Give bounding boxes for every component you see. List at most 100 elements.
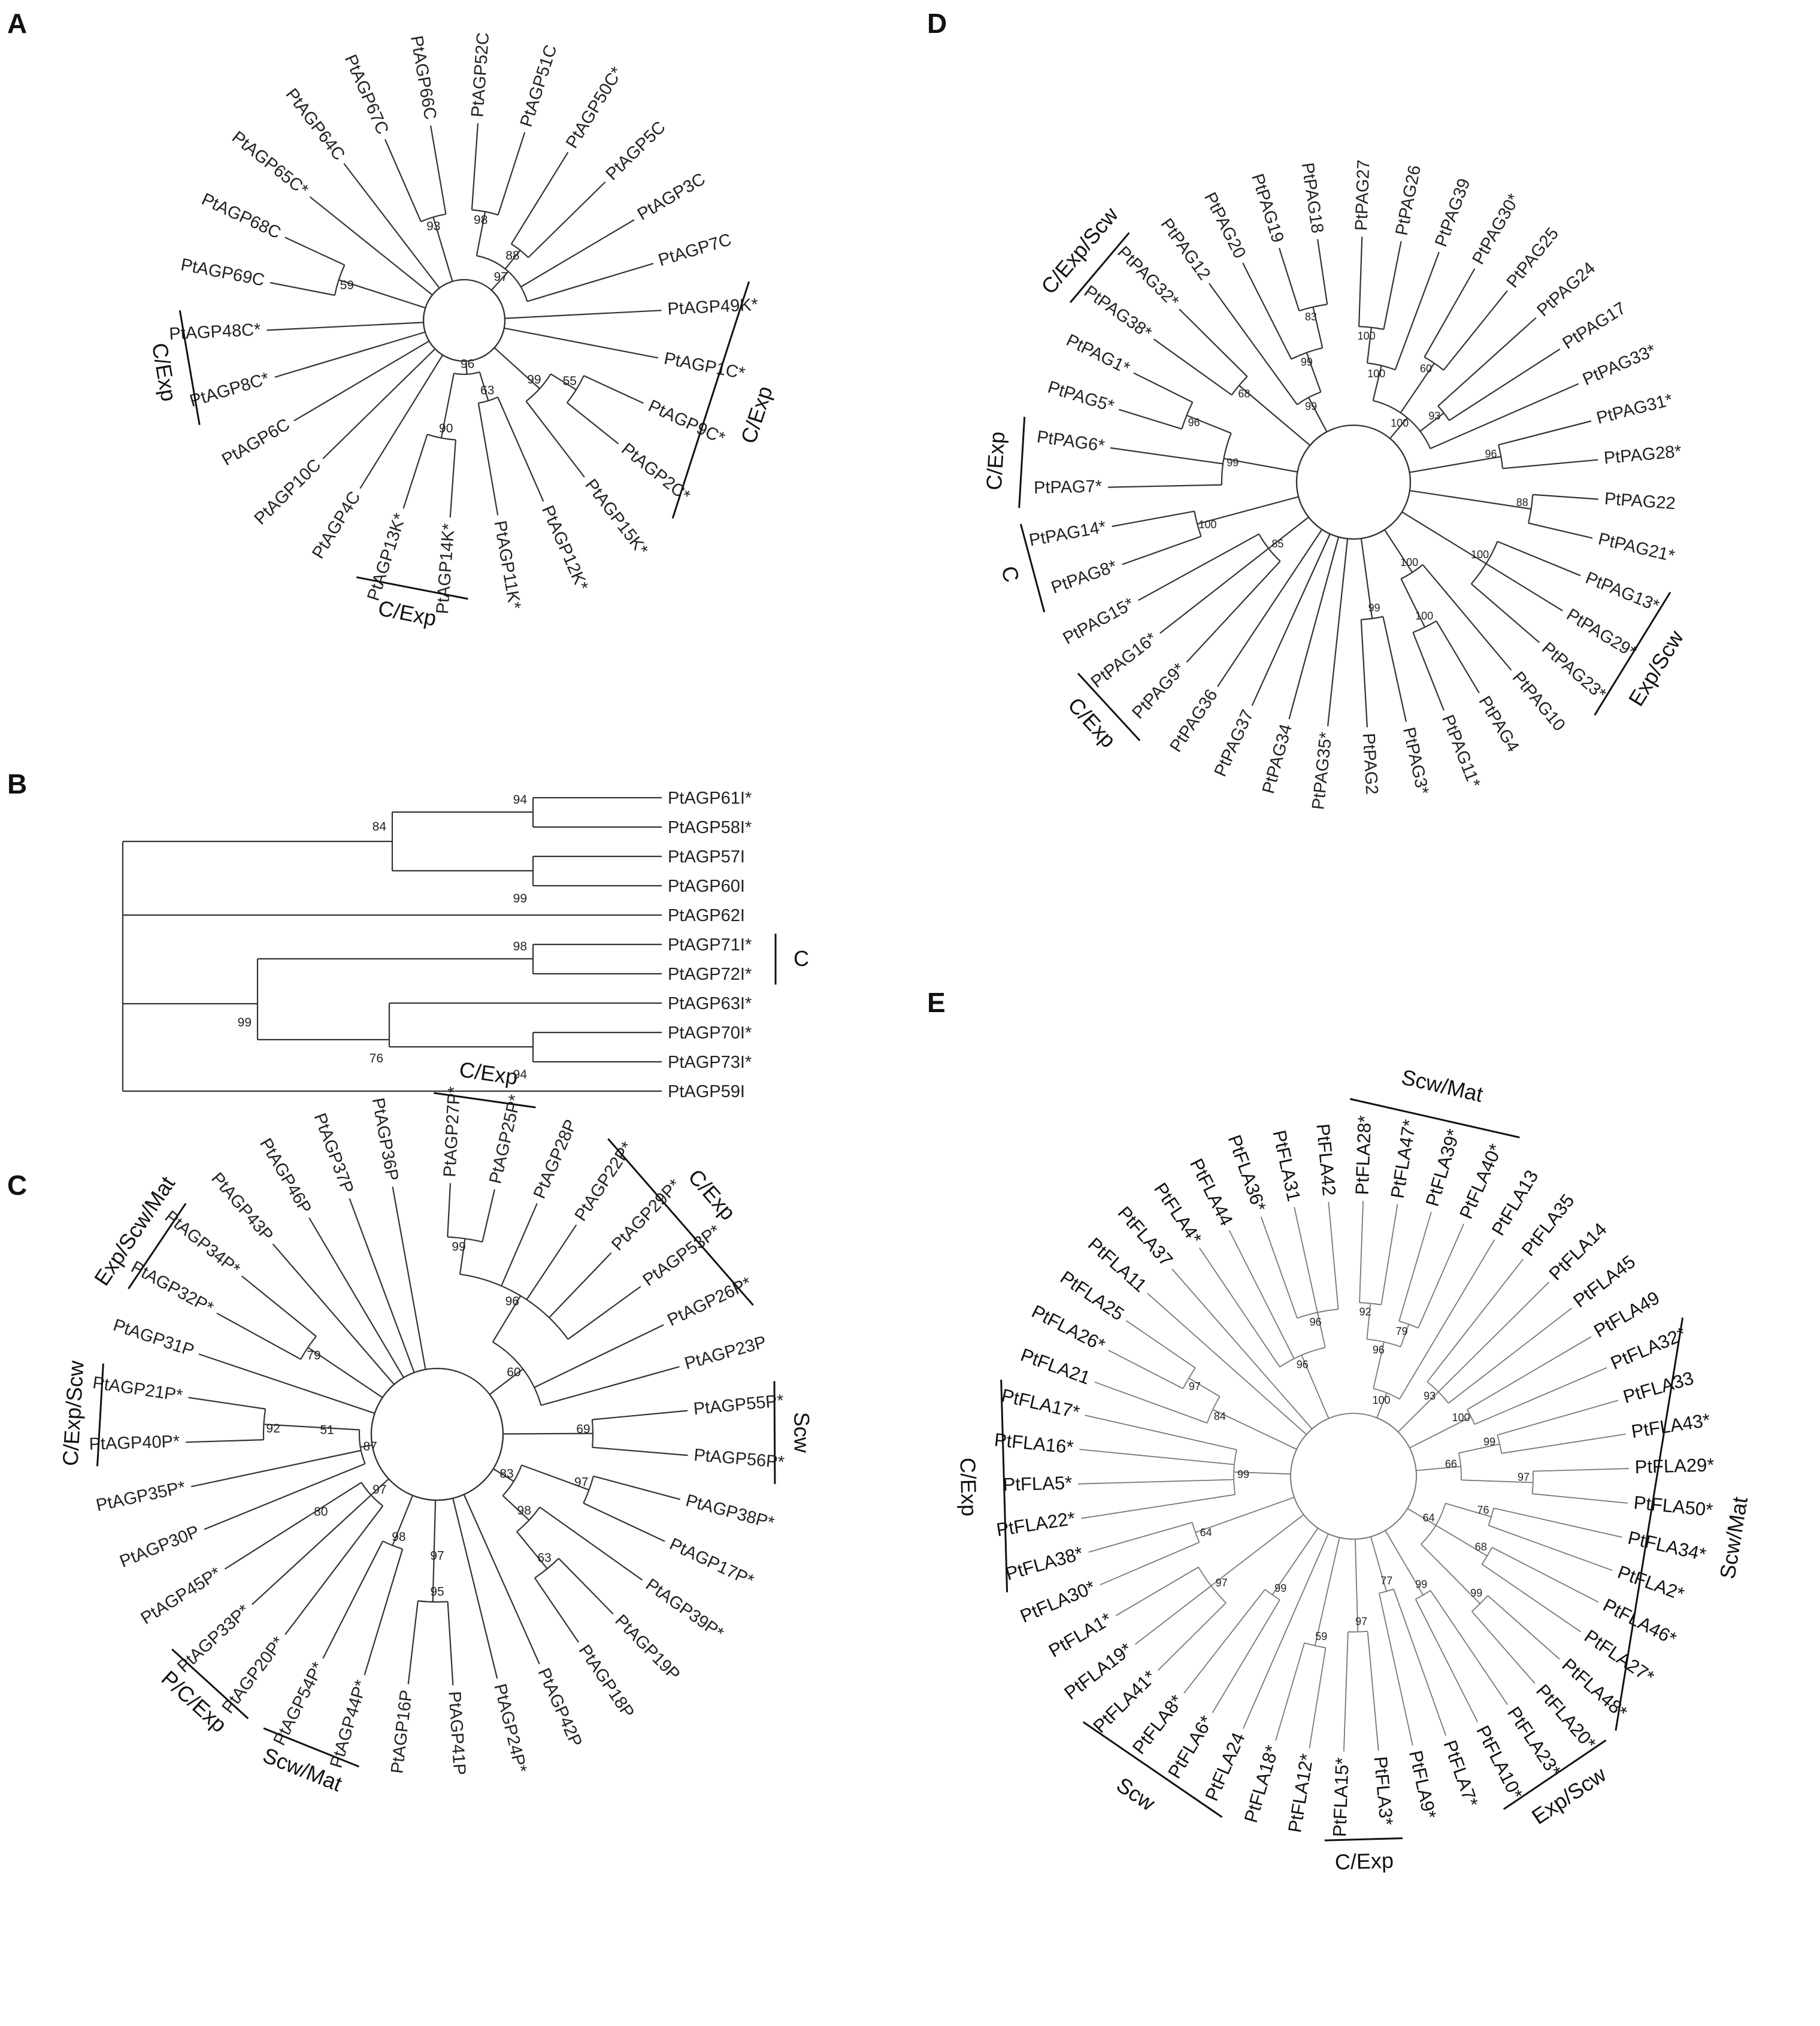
branch [1533, 493, 1599, 500]
branch [1532, 1493, 1628, 1504]
leaf-label: PtFLA31 [1268, 1128, 1304, 1203]
group-bar [1000, 1379, 1009, 1592]
branch [1309, 1648, 1327, 1749]
branch [1171, 1268, 1313, 1430]
branch [1379, 1593, 1413, 1746]
branch [1197, 496, 1299, 525]
leaf-label: PtAGP61I* [668, 789, 752, 808]
bootstrap-value: 95 [430, 1585, 444, 1599]
branch [493, 347, 540, 389]
group-label: C [794, 946, 809, 971]
branch [308, 1217, 404, 1378]
leaf-label: PtFLA33 [1621, 1367, 1696, 1407]
group-bar [607, 1138, 754, 1306]
branch [322, 1540, 384, 1659]
branch-arc [300, 1335, 317, 1360]
leaf-label: PtAGP38P* [684, 1491, 777, 1533]
branch [1422, 564, 1512, 671]
branch [558, 1558, 614, 1615]
leaf-label: PtAGP43P [207, 1169, 277, 1245]
branch [1418, 1224, 1465, 1328]
branch [1110, 447, 1224, 465]
bootstrap-value: 79 [1396, 1325, 1408, 1337]
branch [1497, 1400, 1619, 1436]
branch [1081, 1494, 1235, 1519]
branch [1079, 1449, 1235, 1465]
branch-arc [534, 1558, 559, 1579]
branch [1088, 1522, 1193, 1553]
branch [534, 1577, 580, 1643]
branch [1122, 535, 1201, 565]
leaf-label: PtAGP36P [368, 1097, 402, 1183]
branch [447, 1183, 452, 1237]
panel-label: D [927, 8, 947, 39]
leaf-label: PtAGP31P [111, 1316, 196, 1361]
bootstrap-value: 94 [513, 1068, 528, 1082]
branch [1383, 529, 1413, 573]
branch [1314, 1537, 1340, 1646]
branch [1501, 1433, 1626, 1454]
leaf-label: PtAGP14K* [433, 523, 459, 614]
bootstrap-value: 97 [1355, 1615, 1367, 1627]
branch [392, 1186, 426, 1370]
bootstrap-value: 99 [1227, 457, 1238, 469]
branch [1317, 239, 1328, 305]
leaf-label: PtAGP12K* [538, 502, 592, 593]
branch [309, 196, 433, 296]
leaf-label: PtPAG5* [1046, 378, 1116, 416]
bootstrap-value: 51 [320, 1424, 334, 1437]
leaf-label: PtPAG26 [1392, 163, 1425, 237]
branch-arc [1258, 534, 1281, 562]
leaf-label: PtFLA16* [994, 1429, 1074, 1458]
branch [1397, 1391, 1439, 1433]
leaf-label: PtFLA50* [1633, 1492, 1713, 1521]
bootstrap-value: 60 [507, 1365, 520, 1379]
bootstrap-value: 100 [1358, 330, 1376, 342]
branch [1447, 1307, 1573, 1404]
branch [1359, 1201, 1364, 1303]
leaf-label: PtPAG25 [1503, 224, 1562, 292]
branch [267, 322, 424, 331]
group-bar [773, 1381, 776, 1485]
branch [492, 1295, 522, 1343]
group-label: C/Exp [376, 595, 438, 631]
branch [1491, 1546, 1599, 1603]
branch [1380, 1204, 1398, 1305]
leaf-label: PtPAG18 [1298, 161, 1327, 234]
bootstrap-value: 93 [1424, 1390, 1436, 1402]
branch [1367, 1631, 1379, 1751]
branch [1481, 1564, 1582, 1633]
panel-label: B [7, 768, 27, 800]
leaf-label: PtAGP51C [517, 43, 561, 129]
leaf-label: PtAGP24P* [490, 1682, 530, 1774]
branch [497, 132, 526, 216]
bootstrap-value: 100 [1372, 1394, 1390, 1406]
leaf-label: PtAGP27P* [440, 1086, 464, 1177]
branch [1228, 1229, 1295, 1359]
branch [1199, 1247, 1280, 1368]
group-label: C/Exp [955, 1457, 982, 1516]
group-label: C/Exp [1063, 692, 1121, 752]
branch [1474, 1367, 1607, 1425]
group-label: Exp/Scw [1527, 1761, 1611, 1829]
leaf-label: PtFLA3* [1370, 1755, 1397, 1826]
branch [459, 1238, 466, 1274]
leaf-label: PtAGP37P [310, 1111, 357, 1197]
branch [1471, 583, 1540, 643]
branch [1355, 1539, 1359, 1632]
branch-arc [1194, 511, 1202, 537]
leaf-label: PtFLA5* [1003, 1472, 1072, 1495]
branch [1301, 1355, 1330, 1419]
branch-arc [525, 373, 552, 402]
branch [1186, 414, 1232, 434]
leaf-label: PtAGP8C* [187, 369, 271, 411]
branch [1372, 365, 1382, 401]
branch [349, 1198, 415, 1373]
bootstrap-value: 99 [1237, 1468, 1249, 1480]
leaf-label: PtPAG17 [1559, 299, 1630, 353]
leaf-label: PtAGP63I* [668, 994, 752, 1013]
branch [592, 1410, 688, 1421]
leaf-label: PtPAG39 [1431, 176, 1474, 249]
branch [1115, 1567, 1199, 1616]
bootstrap-value: 99 [1470, 1587, 1482, 1599]
